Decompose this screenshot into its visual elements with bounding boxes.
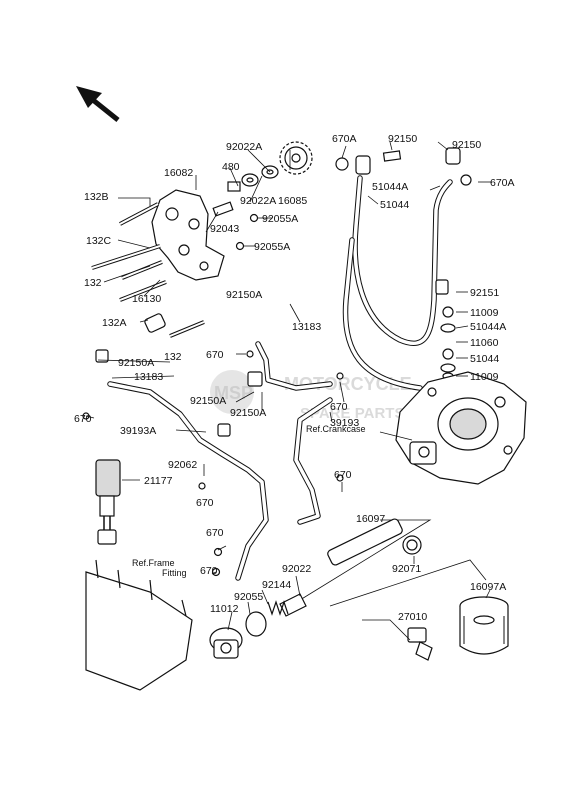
part-label-92150A-c: 92150A [190, 395, 226, 407]
part-label-670-c: 670 [330, 401, 348, 413]
part-label-670-d: 670 [334, 469, 352, 481]
oil-pressure-switch-and-frame [85, 459, 193, 691]
part-label-132-a: 132 [84, 277, 102, 289]
part-label-51044-top: 51044 [380, 199, 409, 211]
part-label-92062: 92062 [168, 459, 197, 471]
part-label-92071: 92071 [392, 563, 421, 575]
part-label-11009-b: 11009 [470, 371, 499, 383]
part-label-92022A-top: 92022A [226, 141, 262, 153]
crankcase [395, 371, 527, 485]
part-label-670-g: 670 [200, 565, 218, 577]
part-label-92150-b: 92150 [452, 139, 481, 151]
oil-lines [82, 147, 472, 581]
part-label-132-b: 132 [164, 351, 182, 363]
part-label-670-b: 670 [74, 413, 92, 425]
part-label-13183-a: 13183 [292, 321, 321, 333]
part-label-92022: 92022 [282, 563, 311, 575]
part-label-16130: 16130 [132, 293, 161, 305]
part-label-670A-right: 670A [490, 177, 515, 189]
part-label-132B: 132B [84, 191, 109, 203]
part-label-11009-a: 11009 [470, 307, 499, 319]
part-label-92055: 92055 [234, 591, 263, 603]
part-label-132A: 132A [102, 317, 127, 329]
part-label-92022A-mid: 92022A [240, 195, 276, 207]
part-label-16085: 16085 [278, 195, 307, 207]
part-label-92055A-b: 92055A [254, 241, 290, 253]
part-label-11060: 11060 [470, 337, 499, 349]
part-label-132C: 132C [86, 235, 112, 247]
part-label-92151: 92151 [470, 287, 499, 299]
part-label-92150-a: 92150 [388, 133, 417, 145]
part-label-92055A-a: 92055A [262, 213, 298, 225]
reference-labels: Ref.Crankcase Ref.Frame Fitting [132, 424, 366, 578]
part-label-480: 480 [222, 161, 240, 173]
part-label-11012: 11012 [210, 603, 239, 615]
oil-filter-and-switch [362, 596, 509, 661]
part-label-92150A-b: 92150A [118, 357, 154, 369]
part-label-16097: 16097 [356, 513, 385, 525]
ref-crankcase-label: Ref.Crankcase [306, 424, 366, 434]
part-label-92043: 92043 [210, 223, 239, 235]
leader-lines [85, 141, 492, 631]
part-label-13183-b: 13183 [134, 371, 163, 383]
part-label-16082: 16082 [164, 167, 193, 179]
part-label-27010: 27010 [398, 611, 427, 623]
part-label-39193A: 39193A [120, 425, 156, 437]
part-label-92150A-d: 92150A [230, 407, 266, 419]
part-label-670-f: 670 [206, 527, 224, 539]
relief-valve-assembly [209, 518, 487, 659]
part-label-670-a: 670 [206, 349, 224, 361]
watermark-line2: SPARE PARTS [300, 405, 404, 422]
part-labels: 670A 92150 92150 670A 51044A 51044 92022… [74, 133, 515, 623]
part-label-16097A: 16097A [470, 581, 506, 593]
part-label-670A-top: 670A [332, 133, 357, 145]
part-label-92150A-a: 92150A [226, 289, 262, 301]
part-label-51044A-mid: 51044A [470, 321, 506, 333]
part-label-21177: 21177 [144, 475, 173, 487]
part-label-51044A-top: 51044A [372, 181, 408, 193]
ref-frame-label: Ref.Frame [132, 558, 175, 568]
part-label-670-e: 670 [196, 497, 214, 509]
part-label-39193: 39193 [330, 417, 359, 429]
ref-frame-fitting-label: Fitting [162, 568, 187, 578]
front-direction-arrow-icon [76, 86, 120, 122]
part-label-92144: 92144 [262, 579, 291, 591]
oil-pump-assembly [91, 141, 313, 338]
part-label-51044-mid: 51044 [470, 353, 499, 365]
